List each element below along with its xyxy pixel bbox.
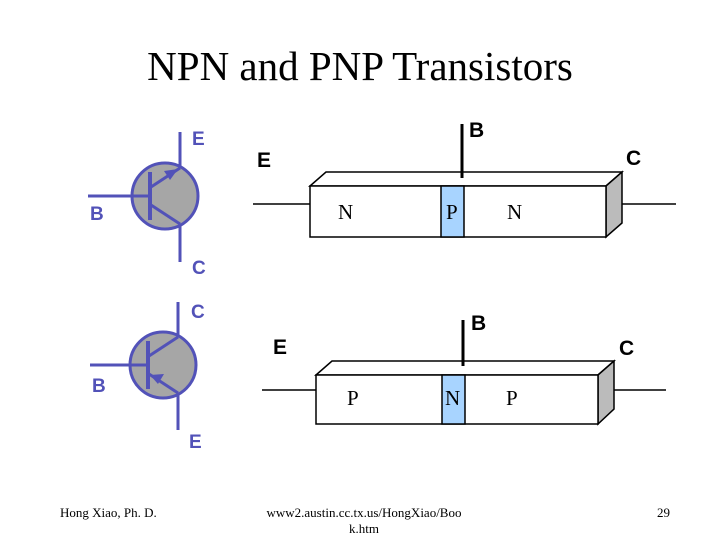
npn-symbol	[88, 132, 200, 262]
npn-bar-label-b: B	[469, 119, 484, 142]
npn-region-3: N	[507, 200, 522, 224]
npn-arrow-icon	[164, 169, 178, 180]
slide-title: NPN and PNP Transistors	[147, 43, 573, 89]
pnp-symbol-label-b: B	[92, 376, 106, 397]
npn-symbol-label-b: B	[90, 204, 104, 225]
pnp-bar-label-c: C	[619, 337, 634, 360]
npn-bar	[253, 124, 676, 239]
npn-bar-top	[308, 171, 624, 187]
pnp-region-1: P	[347, 386, 359, 410]
pnp-symbol-label-c: C	[191, 302, 205, 323]
pnp-bar-top	[314, 360, 616, 376]
npn-base-region	[440, 185, 465, 238]
pnp-symbol-label-e: E	[189, 432, 202, 453]
npn-symbol-label-e: E	[192, 129, 205, 150]
pnp-arrow-icon	[150, 374, 164, 384]
pnp-bar-label-b: B	[471, 312, 486, 335]
npn-bar-label-c: C	[626, 147, 641, 170]
npn-region-2: P	[446, 200, 458, 224]
npn-collector-line	[150, 203, 181, 226]
footer-url-line2: k.htm	[349, 521, 379, 536]
footer-url: www2.austin.cc.tx.us/HongXiao/Boo k.htm	[254, 505, 474, 537]
footer-url-line1: www2.austin.cc.tx.us/HongXiao/Boo	[266, 505, 462, 520]
pnp-base-region	[441, 374, 466, 425]
pnp-bar	[262, 320, 666, 426]
pnp-collector-line	[148, 335, 179, 358]
npn-symbol-label-c: C	[192, 258, 206, 279]
pnp-symbol	[90, 302, 198, 430]
npn-region-1: N	[338, 200, 353, 224]
page-number: 29	[657, 505, 670, 520]
npn-bar-label-e: E	[257, 149, 271, 172]
footer-author: Hong Xiao, Ph. D.	[60, 505, 157, 520]
pnp-region-3: P	[506, 386, 518, 410]
pnp-bar-label-e: E	[273, 336, 287, 359]
pnp-region-2: N	[445, 386, 460, 410]
